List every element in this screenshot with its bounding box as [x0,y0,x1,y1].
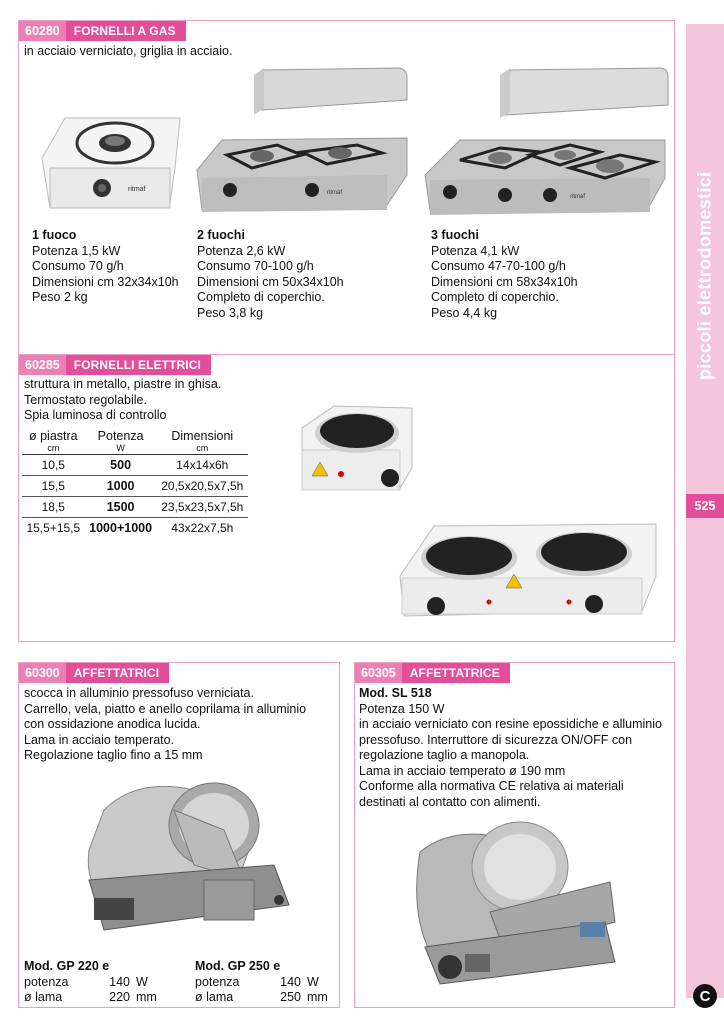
spec-line: Peso 4,4 kg [431,305,498,320]
spec-line: Consumo 47-70-100 g/h [431,259,566,273]
spec-unit: W [136,974,148,989]
product-name: 1 fuoco [32,228,77,242]
model-name: Mod. SL 518 [359,686,432,700]
product-spec-2-fuochi: 2 fuochi Potenza 2,6 kW Consumo 70-100 g… [197,228,344,321]
model-gp-250e: Mod. GP 250 e potenza 140 W ø lama 250 m… [195,959,328,1006]
section-title: FORNELLI A GAS [73,24,176,38]
model-name: Mod. GP 220 e [24,959,110,973]
section-title: FORNELLI ELETTRICI [73,358,201,372]
spec-label: potenza [195,974,240,989]
desc-line: con ossidazione anodica lucida. [24,717,201,731]
spec-line: Potenza 1,5 kW [32,243,121,258]
spec-line: Peso 3,8 kg [197,305,264,320]
product-code: 60305 [355,663,402,683]
section-header: 60305 AFFETTATRICE [355,663,510,683]
svg-text:ritmaf: ritmaf [128,186,146,193]
desc-line: Regolazione taglio fino a 15 mm [24,748,203,762]
spec-label: ø lama [24,990,63,1004]
model-gp-220e: Mod. GP 220 e potenza 140 W ø lama 220 m… [24,959,157,1006]
spec-line: Dimensioni cm 32x34x10h [32,274,179,289]
spec-value: 250 [280,990,301,1004]
desc-line: pressofuso. Interruttore di sicurezza ON… [359,732,633,747]
desc-line: Lama in acciaio temperato. [24,732,175,747]
desc-line: regolazione taglio a manopola. [359,748,530,762]
spec-line: Peso 2 kg [32,290,88,304]
desc-line: scocca in alluminio pressofuso verniciat… [24,686,254,700]
sl518-slicer-image [416,821,616,985]
spec-unit: mm [136,990,157,1004]
section-description: scocca in alluminio pressofuso verniciat… [24,686,306,764]
spec-value: 220 [109,990,130,1004]
triple-burner-stove-image: ritmaf [424,67,669,215]
product-name: 2 fuochi [197,228,245,242]
category-label: piccoli elettrodomestici [694,171,715,380]
desc-line: Carrello, vela, piatto e anello coprilam… [24,701,307,716]
spec-line: Completo di coperchio. [431,290,559,304]
section-description: in acciaio verniciato, griglia in acciai… [24,44,233,58]
desc-line: Lama in acciaio temperato ø 190 mm [359,763,566,778]
spec-line: Dimensioni cm 58x34x10h [431,274,578,289]
desc-line: Conforme alla normativa CE relativa ai m… [359,779,624,793]
spec-value: 140 [280,974,301,989]
spec-line: Potenza 4,1 kW [431,243,520,258]
spec-line: Completo di coperchio. [197,290,325,304]
double-hotplate-image [399,523,657,617]
page-number: 525 [686,494,724,518]
spec-value: 140 [109,974,130,989]
svg-text:ritmaf: ritmaf [327,190,342,196]
desc-line: struttura in metallo, piastre in ghisa. [24,377,222,391]
product-spec-1-fuoco: 1 fuoco Potenza 1,5 kW Consumo 70 g/h Di… [32,228,179,306]
svg-text:ritmaf: ritmaf [570,194,585,200]
section-header: 60285 FORNELLI ELETTRICI [19,355,211,375]
desc-line: in acciaio verniciato con resine epossid… [359,717,662,731]
product-code: 60300 [19,663,66,683]
single-burner-stove-image: ritmaf [41,117,181,209]
spec-line: Dimensioni cm 50x34x10h [197,274,344,289]
desc-line: Potenza 150 W [359,701,445,716]
product-code: 60280 [19,21,66,41]
spec-label: potenza [24,974,69,989]
section-title: AFFETTATRICE [409,666,500,680]
spec-line: Consumo 70-100 g/h [197,259,314,273]
desc-line: Termostato regolabile. [24,392,147,407]
section-description: struttura in metallo, piastre in ghisa. … [24,377,221,424]
desc-line: Spia luminosa di controllo [24,408,167,422]
single-hotplate-image [301,405,413,491]
slicers-section: 60300 AFFETTATRICI [18,662,340,1008]
gp-slicer-image [87,782,290,931]
spec-line: Consumo 70 g/h [32,259,124,273]
spec-label: ø lama [195,990,234,1004]
product-spec-3-fuochi: 3 fuochi Potenza 4,1 kW Consumo 47-70-10… [431,228,578,321]
model-name: Mod. GP 250 e [195,959,281,973]
section-header: 60300 AFFETTATRICI [19,663,170,683]
section-title: AFFETTATRICI [73,666,160,680]
spec-unit: mm [307,990,328,1004]
product-code: 60285 [19,355,66,375]
section-description: Mod. SL 518 Potenza 150 W in acciaio ver… [359,686,662,810]
desc-line: destinati al contatto con alimenti. [359,794,541,809]
spec-unit: W [307,974,319,989]
spec-line: Potenza 2,6 kW [197,243,286,258]
section-header: 60280 FORNELLI A GAS [19,21,186,41]
product-name: 3 fuochi [431,228,479,242]
double-burner-stove-image: ritmaf [196,67,408,212]
brand-logo: C [693,984,717,1008]
